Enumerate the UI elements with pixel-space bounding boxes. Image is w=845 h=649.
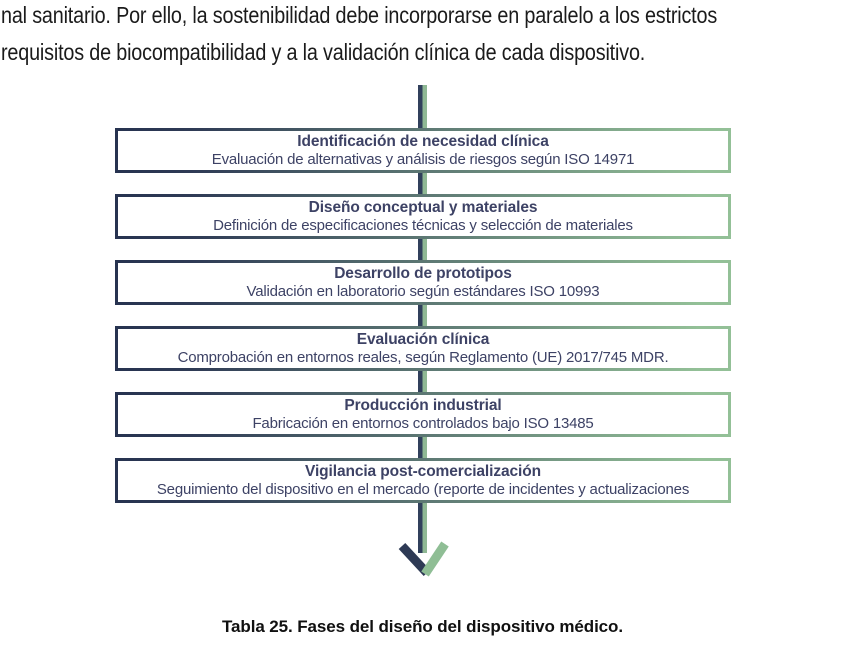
step-title: Diseño conceptual y materiales <box>308 199 538 216</box>
figure-caption: Tabla 25. Fases del diseño del dispositi… <box>222 617 623 636</box>
step-title: Producción industrial <box>344 397 502 414</box>
flow-step-produccion-industrial: Producción industrial Fabricación en ent… <box>115 392 731 437</box>
step-title: Evaluación clínica <box>356 331 490 348</box>
flow-step-evaluacion-clinica: Evaluación clínica Comprobación en entor… <box>115 326 731 371</box>
step-subtitle: Comprobación en entornos reales, según R… <box>177 349 669 366</box>
down-arrow-icon <box>398 541 449 577</box>
flow-connector-line <box>418 85 427 553</box>
flow-step-desarrollo-prototipos: Desarrollo de prototipos Validación en l… <box>115 260 731 305</box>
flow-step-identificacion: Identificación de necesidad clínica Eval… <box>115 128 731 173</box>
step-subtitle: Fabricación en entornos controlados bajo… <box>252 415 594 432</box>
intro-paragraph-line-2: requisitos de biocompatibilidad y a la v… <box>1 39 646 65</box>
step-title: Identificación de necesidad clínica <box>297 133 549 150</box>
arrow-left-stroke <box>398 542 431 577</box>
intro-paragraph-line-1: nal sanitario. Por ello, la sostenibilid… <box>1 2 718 28</box>
step-subtitle: Seguimiento del dispositivo en el mercad… <box>156 481 690 498</box>
step-subtitle: Evaluación de alternativas y análisis de… <box>211 151 635 168</box>
flow-step-diseno-conceptual: Diseño conceptual y materiales Definició… <box>115 194 731 239</box>
arrow-right-stroke <box>421 541 449 577</box>
step-subtitle: Definición de especificaciones técnicas … <box>213 217 633 234</box>
step-subtitle: Validación en laboratorio según estándar… <box>246 283 600 300</box>
step-title: Vigilancia post-comercialización <box>305 463 541 480</box>
flow-step-vigilancia: Vigilancia post-comercialización Seguimi… <box>115 458 731 503</box>
step-title: Desarrollo de prototipos <box>334 265 512 282</box>
